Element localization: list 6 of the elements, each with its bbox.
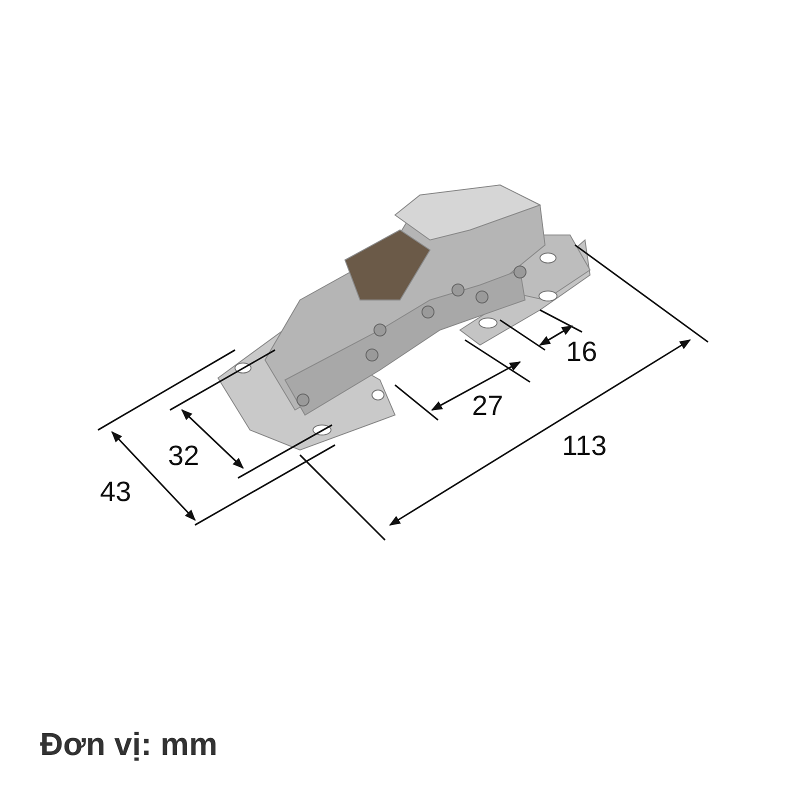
unit-note: Đơn vị: mm xyxy=(40,728,218,760)
dimension-label: 43 xyxy=(100,478,132,506)
dimension-label: 113 xyxy=(562,432,607,460)
dimension-label: 27 xyxy=(472,392,504,420)
dimension-label: 32 xyxy=(168,442,200,470)
dimension-label: 16 xyxy=(566,338,598,366)
